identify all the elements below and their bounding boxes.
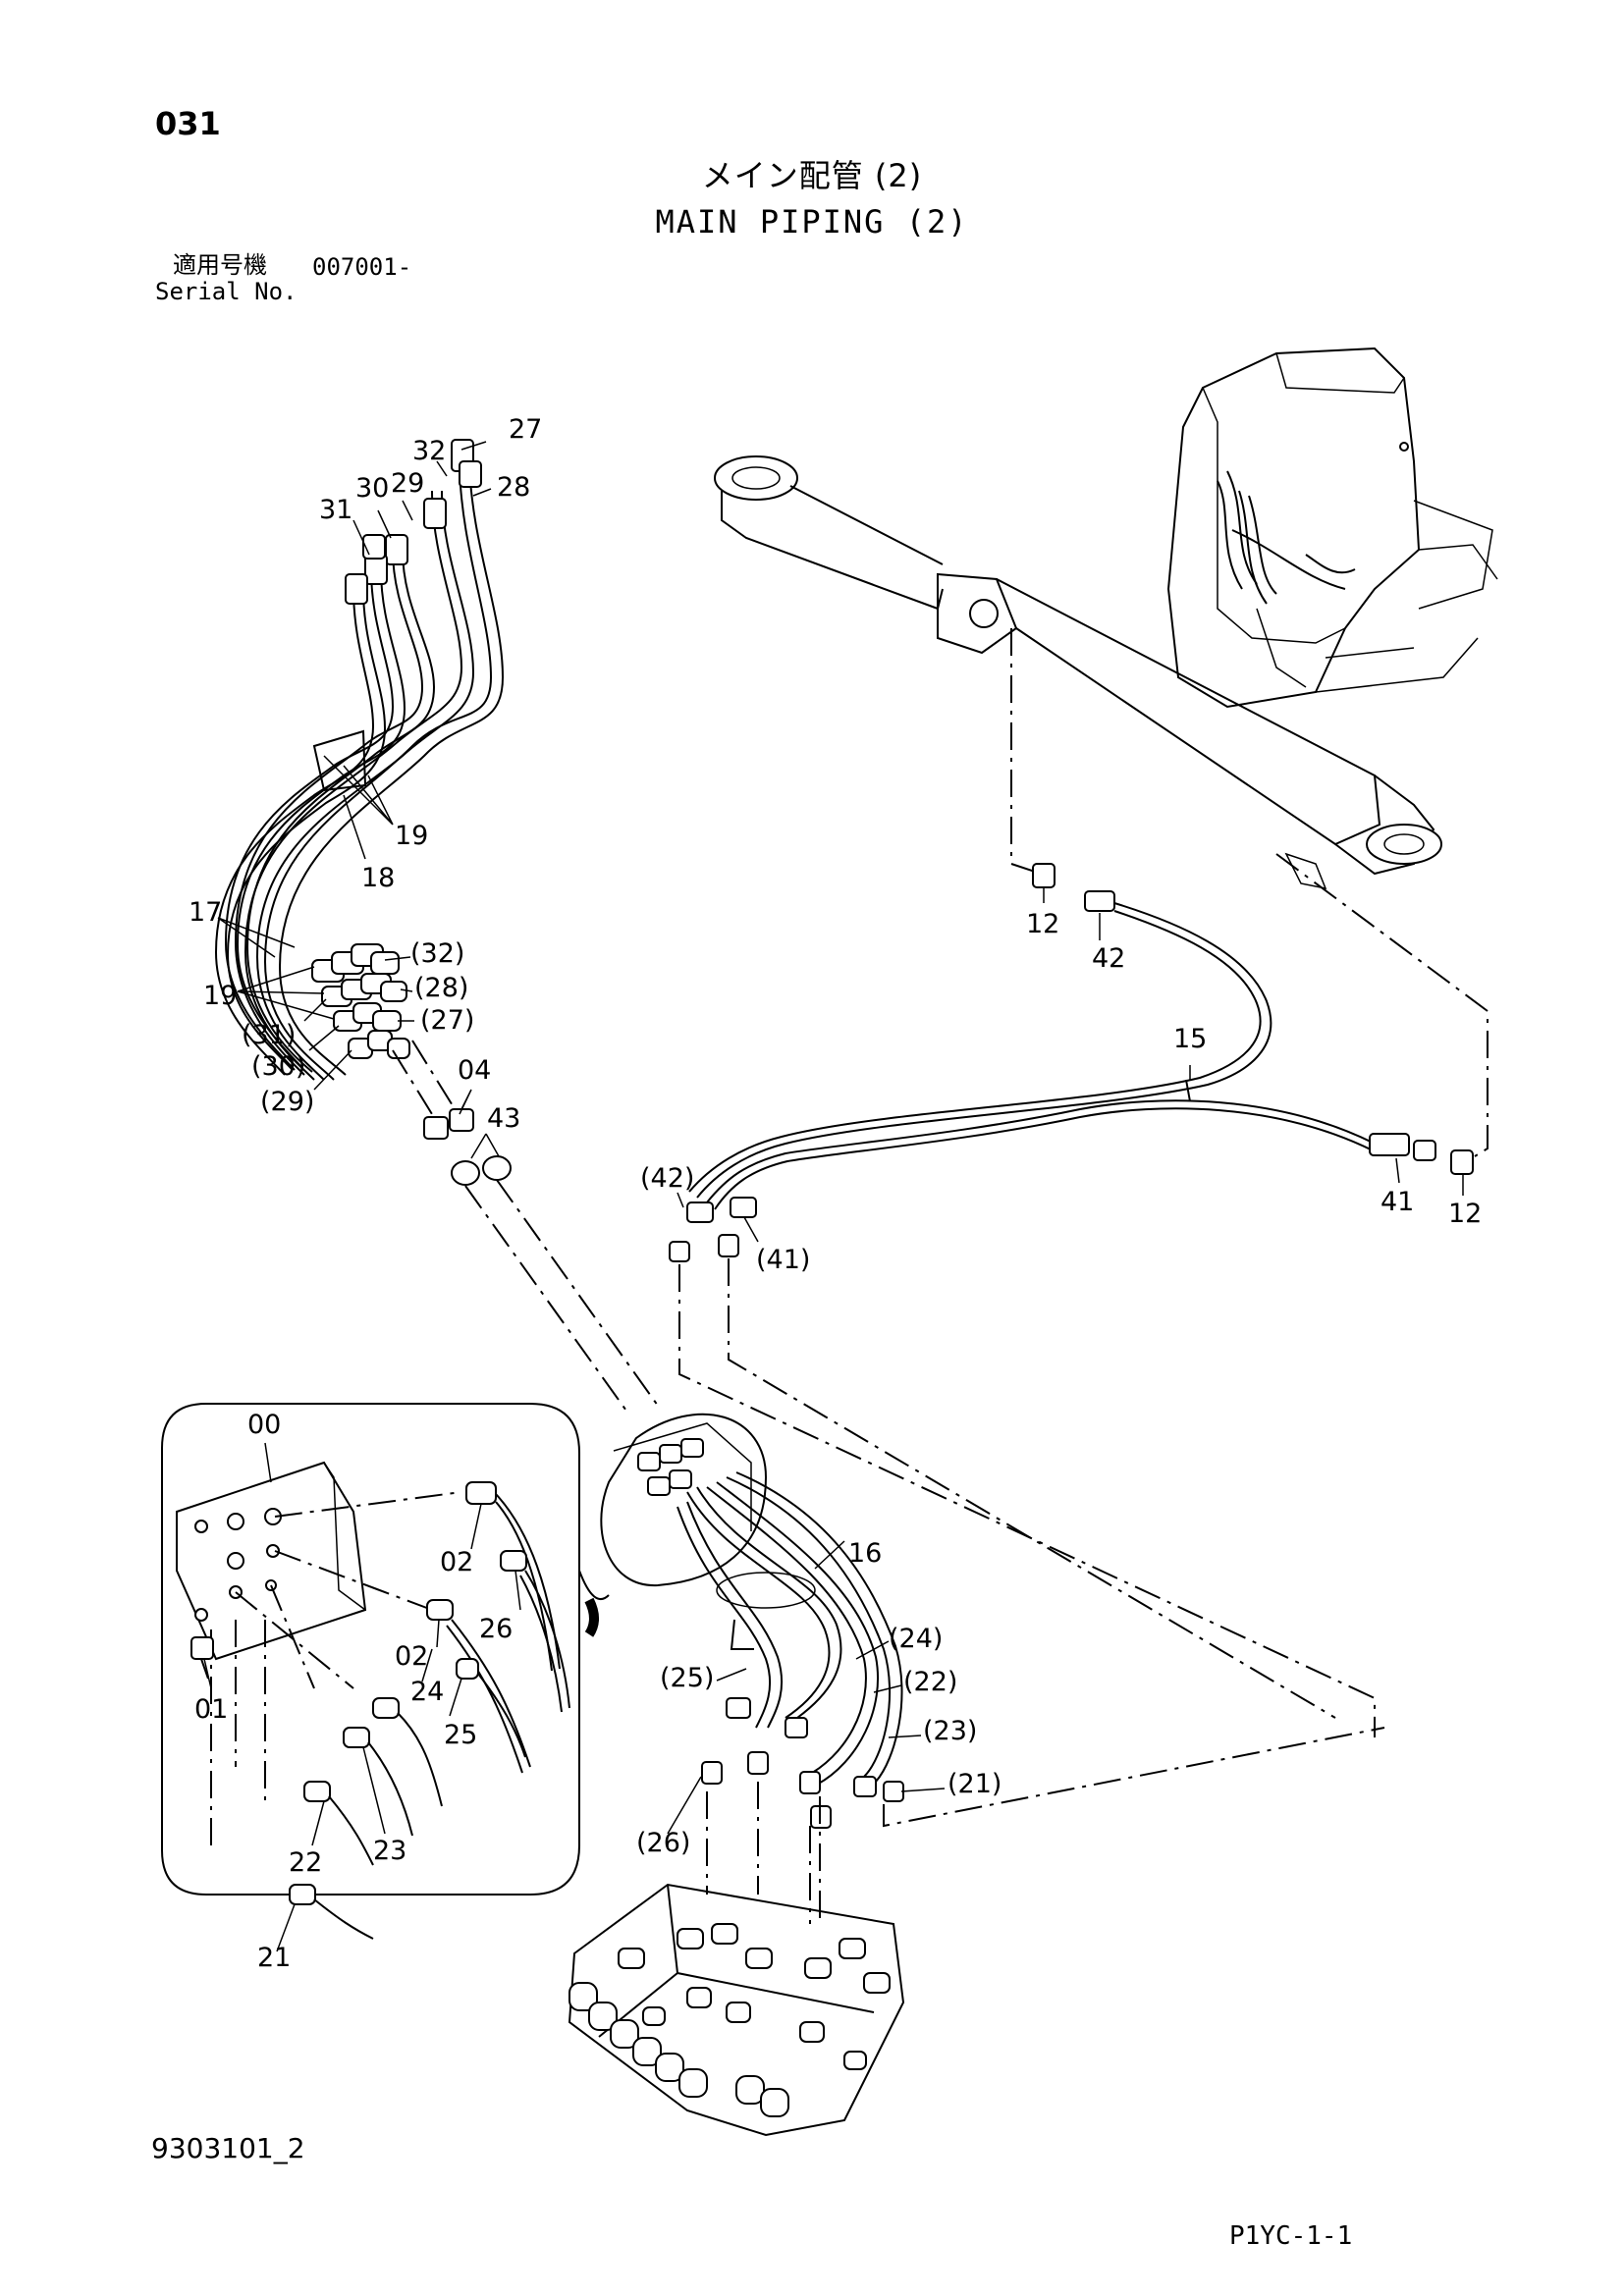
page-title-japanese: メイン配管 (2) [701, 157, 923, 194]
callout-01: 01 [194, 1694, 228, 1725]
serial-label-english: Serial No. [155, 278, 298, 305]
callout-30: 30 [355, 473, 389, 504]
valve-bracket-detail [578, 1413, 1385, 1924]
callout-42: 42 [1092, 943, 1125, 974]
serial-label-japanese: 適用号機 [173, 251, 267, 279]
callout-42-ref: (42) [640, 1163, 694, 1194]
callout-19-upper: 19 [395, 821, 428, 851]
callout-23-ref: (23) [923, 1716, 977, 1746]
page-number: 031 [155, 105, 221, 142]
callout-28: 28 [497, 472, 530, 503]
hydraulic-cylinder-illustration [714, 455, 1442, 890]
hose-assembly-right [669, 628, 1489, 1737]
callout-41: 41 [1380, 1187, 1414, 1217]
control-valve-block [568, 1883, 905, 2137]
callout-24-ref: (24) [889, 1624, 943, 1654]
callout-27-ref: (27) [420, 1005, 474, 1036]
detail-inset [161, 1403, 599, 1940]
callout-29: 29 [391, 468, 424, 499]
callout-18: 18 [361, 863, 395, 893]
callout-25: 25 [444, 1720, 477, 1750]
callout-21-ref: (21) [947, 1769, 1001, 1799]
serial-number-value: 007001- [312, 253, 412, 281]
callout-23: 23 [373, 1836, 406, 1866]
callout-25-ref: (25) [660, 1663, 714, 1693]
callout-26: 26 [479, 1614, 513, 1644]
callout-30-ref: (30) [251, 1051, 305, 1082]
callout-29-ref: (29) [260, 1087, 314, 1117]
callout-43: 43 [487, 1103, 520, 1134]
callout-27: 27 [509, 414, 542, 445]
callout-32: 32 [412, 436, 446, 466]
callout-41-ref: (41) [756, 1245, 810, 1275]
callout-31: 31 [319, 495, 352, 525]
leader-lines [203, 441, 1464, 1952]
callout-15: 15 [1173, 1024, 1207, 1054]
machine-cab-illustration [1166, 347, 1498, 709]
callout-labels: 27 32 28 30 29 31 19 18 17 (32) (28) 19 … [189, 414, 1482, 1973]
hose-bundle-upper [214, 439, 505, 1081]
callout-22: 22 [289, 1847, 322, 1878]
callout-31-ref: (31) [242, 1020, 296, 1050]
document-id: 9303101_2 [151, 2132, 305, 2164]
callout-17: 17 [189, 897, 222, 928]
callout-19-lower: 19 [203, 981, 237, 1011]
fitting-cluster-left [311, 943, 410, 1059]
sheet-id: P1YC-1-1 [1229, 2221, 1353, 2251]
callout-12-right: 12 [1448, 1199, 1482, 1229]
callout-21: 21 [257, 1943, 291, 1973]
callout-02-lower: 02 [395, 1641, 428, 1672]
callout-16: 16 [848, 1538, 882, 1569]
page-title-english: MAIN PIPING (2) [655, 203, 969, 240]
callout-04: 04 [458, 1055, 491, 1086]
callout-24: 24 [410, 1677, 444, 1707]
fitting-04-43 [392, 1040, 659, 1415]
callout-26-ref: (26) [636, 1828, 690, 1858]
callout-28-ref: (28) [414, 973, 468, 1003]
callout-02-upper: 02 [440, 1547, 473, 1577]
callout-12-left: 12 [1026, 909, 1059, 939]
callout-22-ref: (22) [903, 1667, 957, 1697]
callout-32-ref: (32) [410, 938, 464, 969]
callout-00: 00 [247, 1410, 281, 1440]
